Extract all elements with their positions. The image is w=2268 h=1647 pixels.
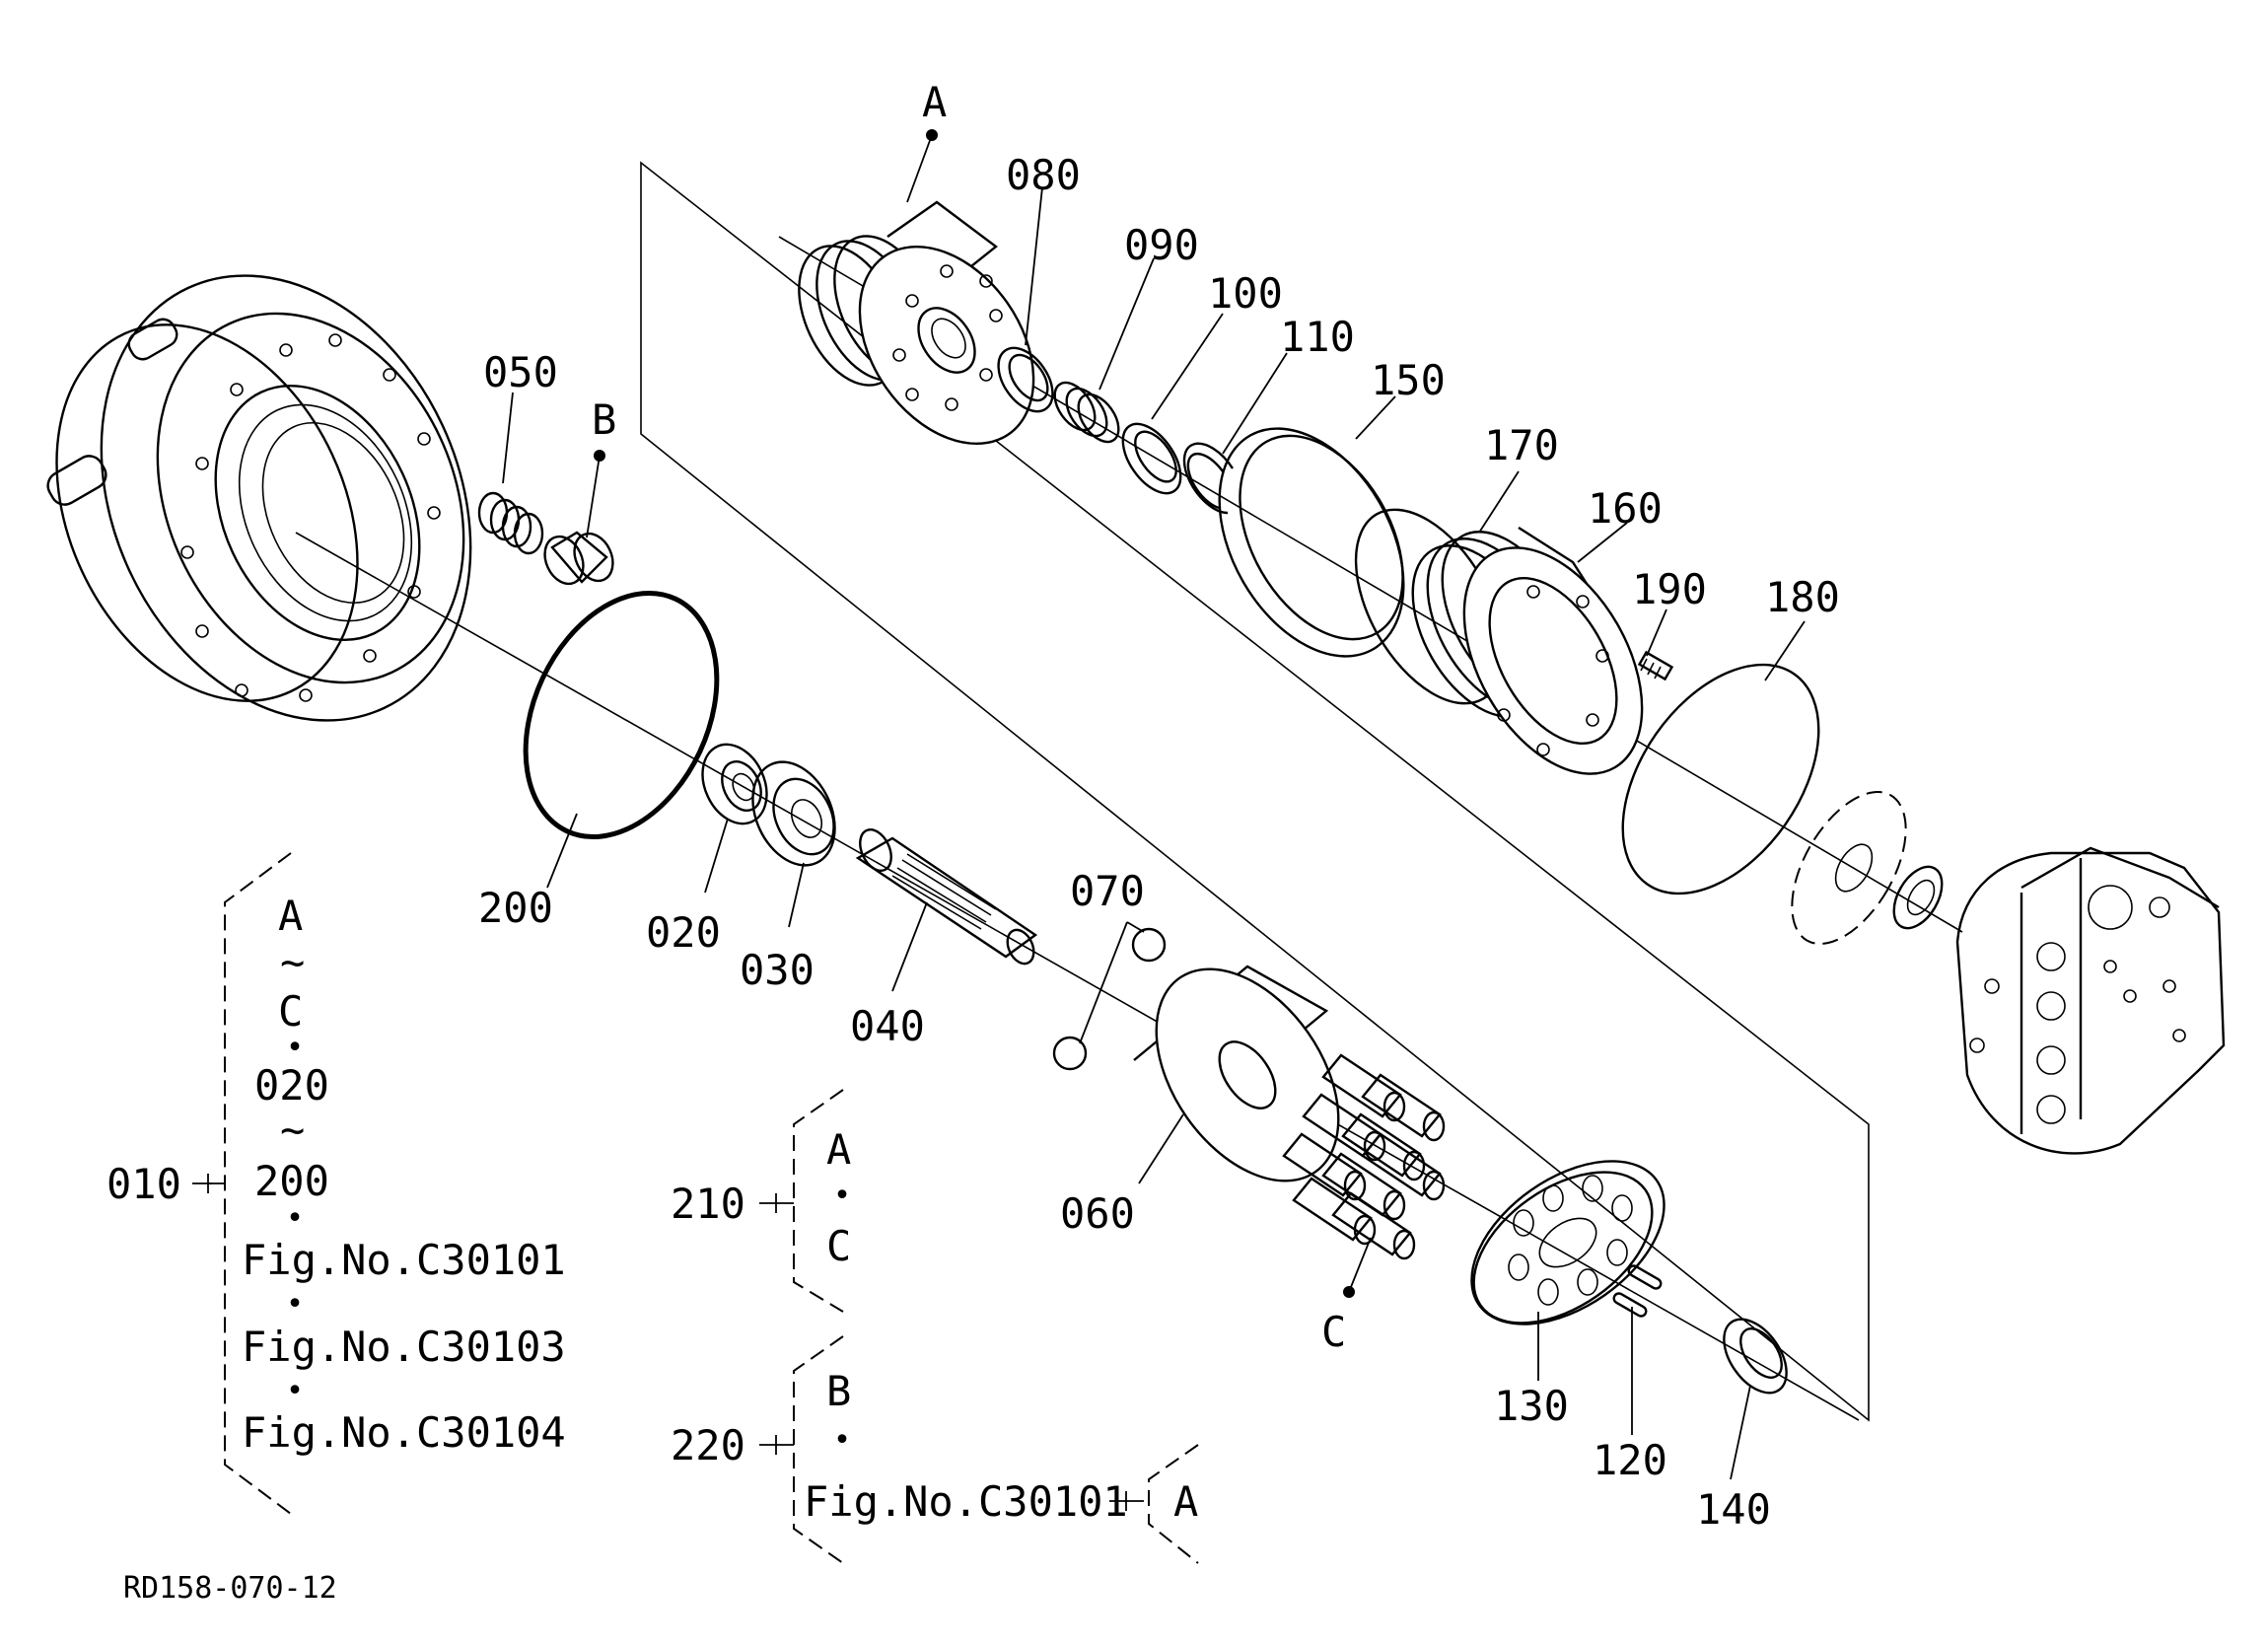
callout-180: 180 <box>1765 573 1840 621</box>
callout-100: 100 <box>1208 269 1283 318</box>
callout-c: C <box>1321 1308 1346 1356</box>
assy010-line-0: A <box>278 892 303 940</box>
assy010-line-5: ~ <box>280 1106 305 1154</box>
assy210-line-2: C <box>826 1222 851 1270</box>
washer-140 <box>1723 1318 1788 1395</box>
callout-030: 030 <box>740 946 815 994</box>
assy220-ref: A <box>1173 1477 1198 1526</box>
assy010-line-8: Fig.No.C30101 <box>242 1236 566 1284</box>
assy010-line-1: ~ <box>280 938 305 986</box>
callout-090: 090 <box>1124 221 1199 269</box>
drive-shaft-040 <box>855 828 1038 966</box>
motor-housing <box>46 274 472 722</box>
ring-090 <box>1053 381 1120 444</box>
callout-a: A <box>922 78 947 126</box>
callout-190: 190 <box>1632 565 1707 613</box>
callout-b: B <box>592 395 616 444</box>
swash-plate-150 <box>1218 427 1405 658</box>
cylinder-block-060 <box>1133 965 1340 1182</box>
bearing-030 <box>751 760 836 867</box>
callout-080: 080 <box>1006 151 1081 199</box>
valve-housing-160 <box>1411 526 1644 775</box>
assy010-line-3: • <box>286 1031 304 1065</box>
pistons-c <box>1282 1053 1446 1260</box>
callout-050: 050 <box>483 348 558 396</box>
housing-a <box>798 200 1035 446</box>
ball-070-lower <box>1052 1036 1088 1071</box>
drawing-id: RD158-070-12 <box>123 1571 337 1606</box>
assy210-line-0: A <box>826 1125 851 1174</box>
callout-220: 220 <box>671 1421 745 1469</box>
assy010-line-11: • <box>286 1374 304 1408</box>
rear-bearing <box>1892 865 1944 930</box>
dot-c <box>1343 1286 1355 1298</box>
assy220-line-1: • <box>833 1423 851 1458</box>
retainer-plate-130 <box>1470 1160 1666 1325</box>
callout-130: 130 <box>1494 1382 1569 1430</box>
assy210-line-1: • <box>833 1179 851 1213</box>
assembly-220-bracket <box>759 1335 1199 1564</box>
assy010-line-12: Fig.No.C30104 <box>242 1408 566 1457</box>
subassembly-boundary <box>640 161 1870 1422</box>
pins-120 <box>1612 1264 1663 1318</box>
callout-040: 040 <box>850 1002 925 1050</box>
callout-020: 020 <box>646 908 721 957</box>
callout-120: 120 <box>1593 1436 1667 1484</box>
o-ring-180 <box>1621 663 1820 895</box>
ring-100 <box>1121 422 1182 495</box>
ring-080 <box>997 346 1054 413</box>
callout-060: 060 <box>1060 1189 1135 1238</box>
piston-b <box>543 531 614 586</box>
dot-a <box>926 129 938 141</box>
assembly-010-bracket <box>192 852 292 1515</box>
assy010-line-2: C <box>278 987 303 1036</box>
callout-070: 070 <box>1070 867 1145 915</box>
dot-b <box>594 450 605 462</box>
assy010-line-7: • <box>286 1201 304 1236</box>
assy010-line-6: 200 <box>254 1157 329 1205</box>
valve-plate <box>1791 791 1907 945</box>
callout-010: 010 <box>106 1160 181 1208</box>
callout-210: 210 <box>671 1180 745 1228</box>
callout-150: 150 <box>1371 356 1446 404</box>
callout-170: 170 <box>1484 421 1559 469</box>
lower-axis-line <box>295 532 1860 1421</box>
assy010-line-10: Fig.No.C30103 <box>242 1323 566 1371</box>
leader-lines <box>208 134 1806 1480</box>
o-ring-200 <box>523 590 720 840</box>
ball-070-upper <box>1131 927 1167 963</box>
assy010-line-9: • <box>286 1287 304 1322</box>
callout-160: 160 <box>1588 484 1663 533</box>
assy010-line-4: 020 <box>254 1061 329 1110</box>
assembly-210-bracket <box>759 1089 844 1313</box>
snap-ring-110 <box>1182 442 1235 515</box>
assy220-line-2: Fig.No.C30101 <box>804 1477 1128 1526</box>
assy220-line-0: B <box>826 1367 851 1415</box>
spring-050 <box>477 491 544 555</box>
callout-110: 110 <box>1280 313 1355 361</box>
rear-cover <box>1955 846 2226 1155</box>
plug-190 <box>1637 650 1674 681</box>
callout-200: 200 <box>478 884 553 932</box>
callout-140: 140 <box>1696 1485 1771 1534</box>
